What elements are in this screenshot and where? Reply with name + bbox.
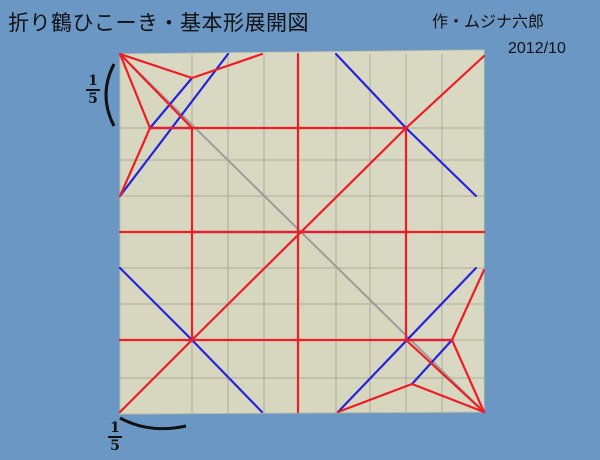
bottom-fraction-label: 1 5 [107,421,123,453]
bottom-fraction-denominator: 5 [110,438,120,454]
left-fraction-bar [86,89,100,91]
left-fraction-numerator: 1 [88,73,98,89]
left-dimension-arc [104,63,116,127]
diagram-title: 折り鶴ひこーき・基本形展開図 [8,11,309,35]
author-credit: 作・ムジナ六郎 [432,12,545,31]
left-fraction-label: 1 5 [85,74,101,106]
mountain-folds [118,52,486,414]
bottom-fraction-numerator: 1 [110,420,120,436]
left-fraction-denominator: 5 [88,91,98,107]
bottom-dimension-arc [119,416,187,431]
bottom-fraction-bar [108,436,122,438]
date-label: 2012/10 [508,40,566,57]
